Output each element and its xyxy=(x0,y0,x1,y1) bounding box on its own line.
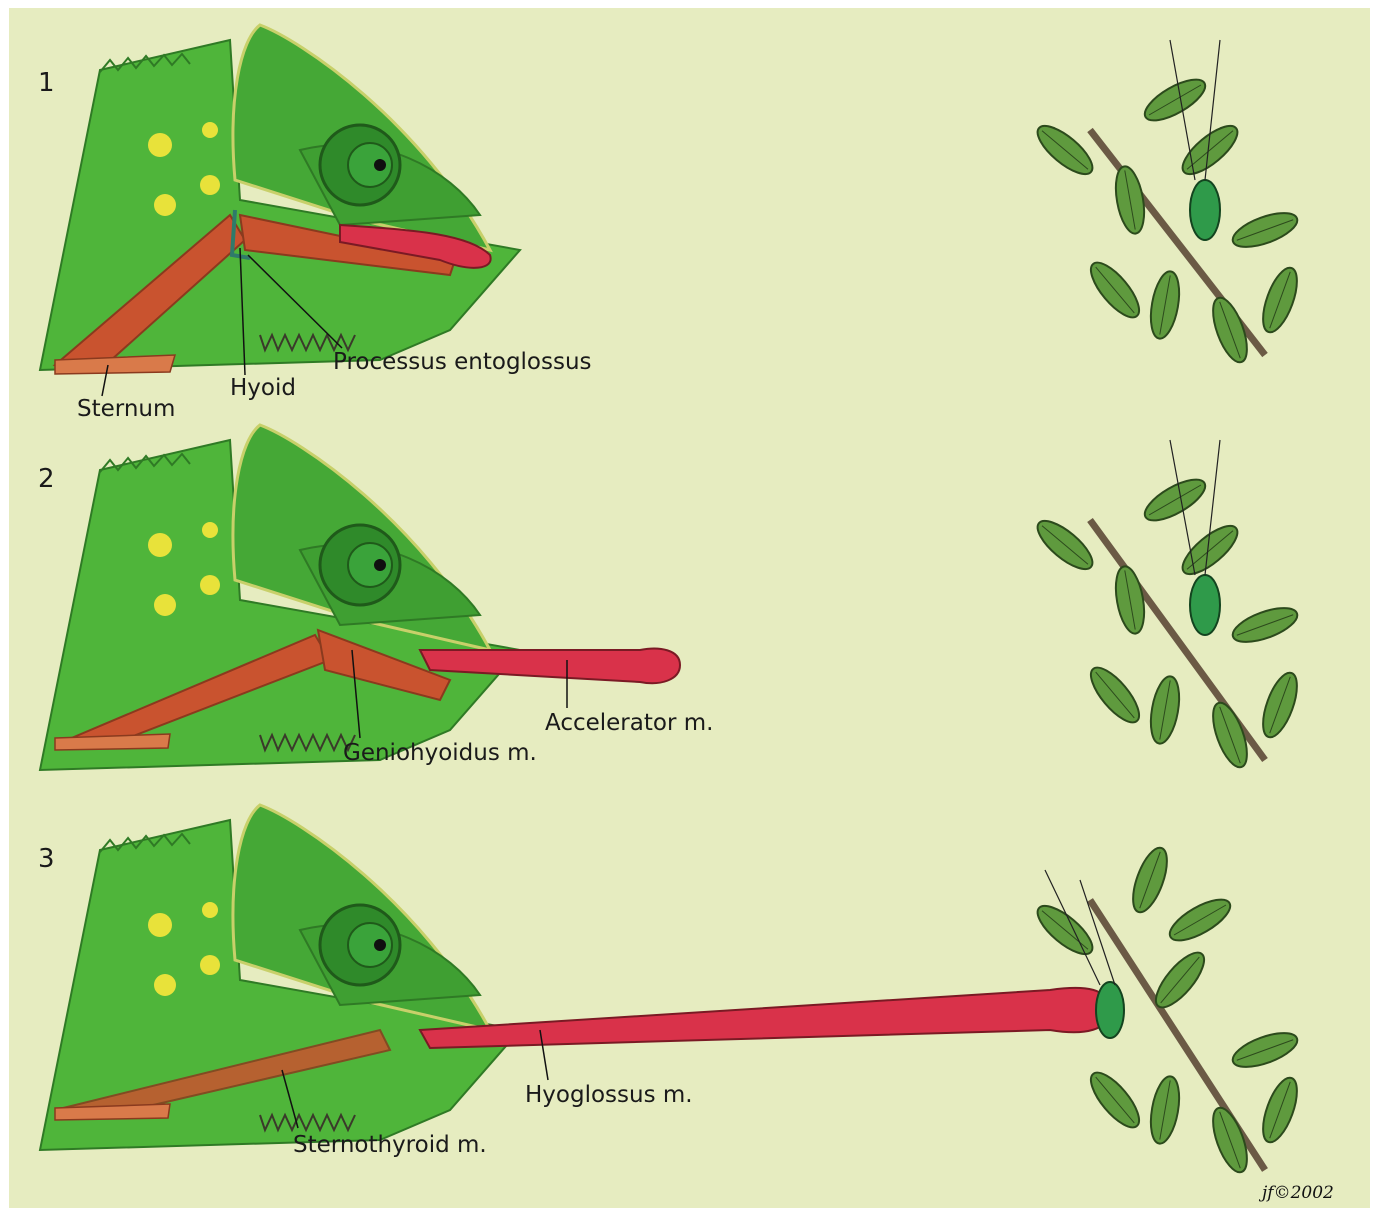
label-hyoid: Hyoid xyxy=(230,377,296,400)
label-sternothyroid: Sternothyroid m. xyxy=(293,1134,487,1157)
label-sternum: Sternum xyxy=(77,398,175,421)
label-accelerator: Accelerator m. xyxy=(545,712,713,735)
insect xyxy=(1190,180,1220,240)
branch-1 xyxy=(1031,40,1304,366)
label-hyoglossus: Hyoglossus m. xyxy=(525,1084,693,1107)
branch-2 xyxy=(1031,440,1304,771)
tongue xyxy=(420,988,1110,1048)
artist-signature: jf©2002 xyxy=(1262,1183,1334,1203)
panel-number-1: 1 xyxy=(38,70,55,96)
panel-1-chameleon xyxy=(40,25,520,396)
insect xyxy=(1190,575,1220,635)
panel-number-3: 3 xyxy=(38,846,55,872)
label-geniohyoidus: Geniohyoidus m. xyxy=(343,742,537,765)
insect xyxy=(1096,982,1124,1038)
label-processus-entoglossus: Processus entoglossus xyxy=(333,351,592,374)
panel-number-2: 2 xyxy=(38,466,55,492)
